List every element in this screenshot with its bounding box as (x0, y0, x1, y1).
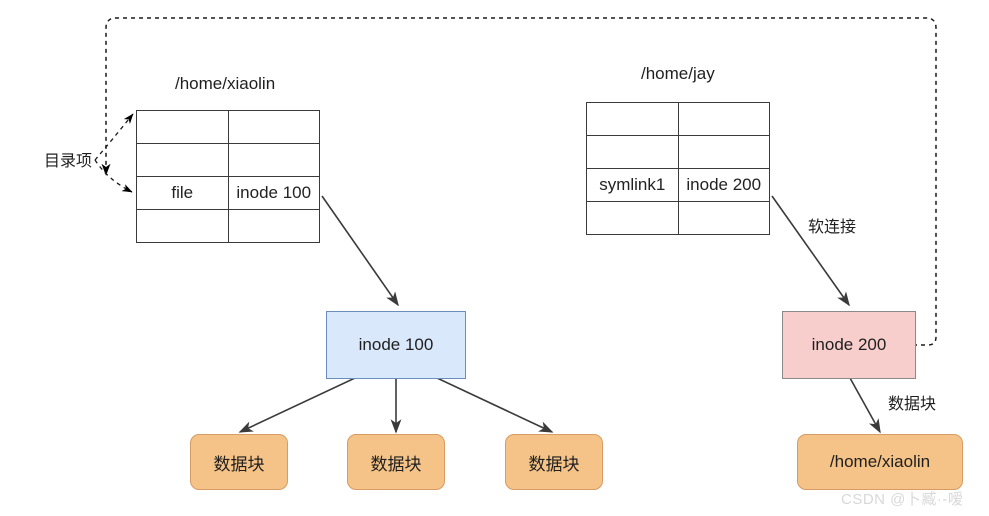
csdn-watermark: CSDN @卜臧·-嗳 (841, 491, 964, 508)
dirent-inode-cell (227, 143, 320, 177)
table-row (136, 209, 320, 243)
arrow-file-to-inode100 (321, 195, 399, 307)
dirent-name-cell (586, 135, 679, 169)
table-row (586, 102, 770, 136)
table-row: file inode 100 (136, 176, 320, 210)
dirent-name-cell (136, 209, 229, 243)
directory-table-xiaolin: file inode 100 (136, 110, 320, 243)
dirent-name-cell (586, 102, 679, 136)
arrow-inode100-to-block1 (238, 377, 356, 433)
table-row: symlink1 inode 200 (586, 168, 770, 202)
dirent-inode-cell (227, 209, 320, 243)
dir-entry-pointer-top (94, 113, 134, 161)
dirent-name-cell (586, 201, 679, 235)
table-row (136, 110, 320, 144)
table-row (586, 135, 770, 169)
data-block-3: 数据块 (505, 434, 603, 490)
data-block-2: 数据块 (347, 434, 445, 490)
dirent-inode-cell (677, 135, 770, 169)
dirent-inode-100: inode 100 (227, 176, 320, 210)
inode-100-box: inode 100 (326, 311, 466, 379)
inode-200-box: inode 200 (782, 311, 916, 379)
soft-link-label: 软连接 (808, 219, 857, 236)
right-table-title: /home/jay (641, 64, 715, 83)
table-row (136, 143, 320, 177)
dirent-inode-cell (677, 201, 770, 235)
table-row (586, 201, 770, 235)
dirent-name-cell (136, 143, 229, 177)
dirent-name-symlink1: symlink1 (586, 168, 679, 202)
dirent-inode-200: inode 200 (677, 168, 770, 202)
arrow-inode100-to-block3 (436, 377, 554, 433)
dirent-inode-cell (227, 110, 320, 144)
dir-entry-pointer-row (94, 159, 133, 193)
dir-entry-label: 目录项 (44, 153, 93, 170)
dirent-name-file: file (136, 176, 229, 210)
arrow-inode200-to-pathblock (849, 377, 881, 434)
data-block-1: 数据块 (190, 434, 288, 490)
target-path-block: /home/xiaolin (797, 434, 963, 490)
left-table-title: /home/xiaolin (175, 74, 276, 93)
data-block-label-right: 数据块 (888, 396, 937, 413)
directory-table-jay: symlink1 inode 200 (586, 102, 770, 235)
dirent-name-cell (136, 110, 229, 144)
dirent-inode-cell (677, 102, 770, 136)
